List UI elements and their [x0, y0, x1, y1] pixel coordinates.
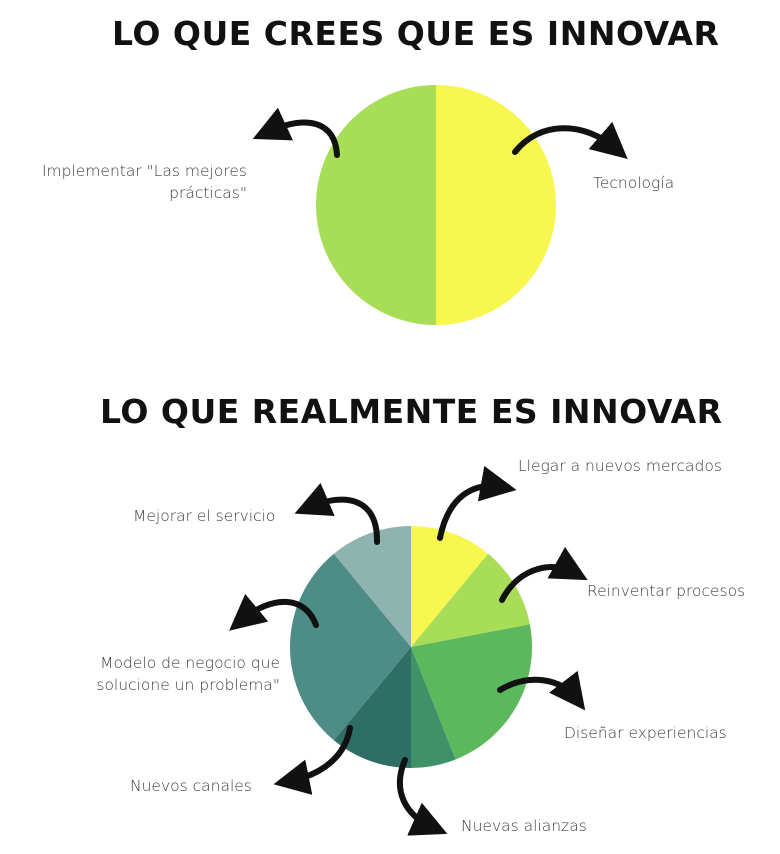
label-nuevos-canales: Nuevos canales — [130, 777, 252, 795]
curved-arrow-icon — [252, 107, 340, 158]
chart-2-slice-6 — [333, 526, 411, 647]
chart-2-slice-2 — [411, 624, 532, 760]
label-line: Modelo de negocio que — [100, 654, 280, 672]
chart-2-slice-1 — [411, 553, 530, 647]
label-line: solucione un problema" — [96, 676, 280, 694]
label-disenar-experiencias: Diseñar experiencias — [564, 724, 727, 742]
label-line: Implementar "Las mejores — [41, 162, 247, 180]
label-reinventar-procesos: Reinventar procesos — [587, 582, 746, 600]
curved-arrow-icon — [512, 121, 628, 159]
curved-arrow-icon — [273, 725, 353, 795]
label-line: prácticas" — [169, 184, 247, 202]
label-nuevas-alianzas: Nuevas alianzas — [461, 817, 587, 835]
label-tecnologia: Tecnología — [593, 174, 675, 192]
curved-arrow-icon — [229, 593, 319, 631]
curved-arrow-icon — [497, 670, 586, 711]
label-mejorar-servicio: Mejorar el servicio — [133, 507, 276, 525]
curved-arrow-icon — [294, 482, 381, 545]
chart-2-title: LO QUE REALMENTE ES INNOVAR — [100, 392, 723, 431]
label-mejores-practicas: Implementar "Las mejores prácticas" — [42, 160, 247, 204]
curved-arrow-icon — [437, 465, 517, 541]
label-modelo-negocio: Modelo de negocio que solucione un probl… — [96, 652, 280, 696]
chart-2-slice-0 — [411, 526, 489, 647]
label-nuevos-mercados: Llegar a nuevos mercados — [518, 457, 722, 475]
chart-2-slice-3 — [411, 647, 456, 768]
chart-2-slice-4 — [333, 647, 411, 768]
chart-1-slice-0 — [436, 85, 556, 325]
curved-arrow-icon — [499, 546, 588, 603]
curved-arrow-icon — [396, 757, 448, 836]
chart-1-title: LO QUE CREES QUE ES INNOVAR — [112, 14, 720, 53]
chart-2-slice-5 — [290, 553, 411, 741]
chart-1-slice-1 — [316, 85, 436, 325]
